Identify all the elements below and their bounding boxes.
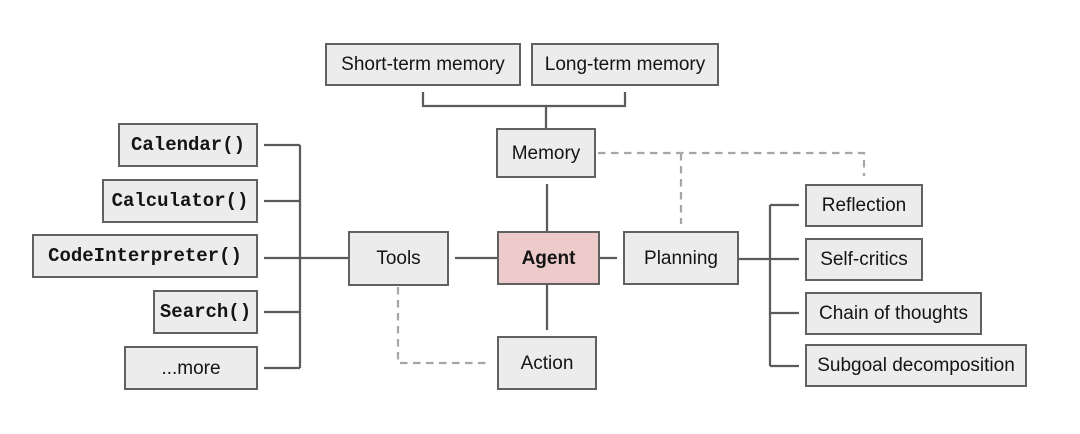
node-long-term-memory: Long-term memory [531,43,719,86]
node-tool-calculator: Calculator() [102,179,258,223]
node-short-term-memory: Short-term memory [325,43,521,86]
node-self-critics: Self-critics [805,238,923,281]
node-action: Action [497,336,597,390]
dashed-arrow-tools-to-action [396,287,490,365]
node-subgoal-decomposition: Subgoal decomposition [805,344,1027,387]
solid-connectors [264,92,799,370]
dashed-arrow-memory-to-reflection [598,151,866,176]
dashed-connectors [396,151,866,365]
node-tool-search: Search() [153,290,258,334]
node-tool-more: ...more [124,346,258,390]
node-chain-of-thoughts: Chain of thoughts [805,292,982,335]
arrow-memory-to-long-term [546,92,627,108]
node-agent: Agent [497,231,600,285]
node-memory: Memory [496,128,596,178]
node-planning: Planning [623,231,739,285]
node-tool-calendar: Calendar() [118,123,258,167]
node-tools: Tools [348,231,449,286]
node-tool-code-interpreter: CodeInterpreter() [32,234,258,278]
node-reflection: Reflection [805,184,923,227]
arrow-memory-to-short-term [421,92,548,128]
